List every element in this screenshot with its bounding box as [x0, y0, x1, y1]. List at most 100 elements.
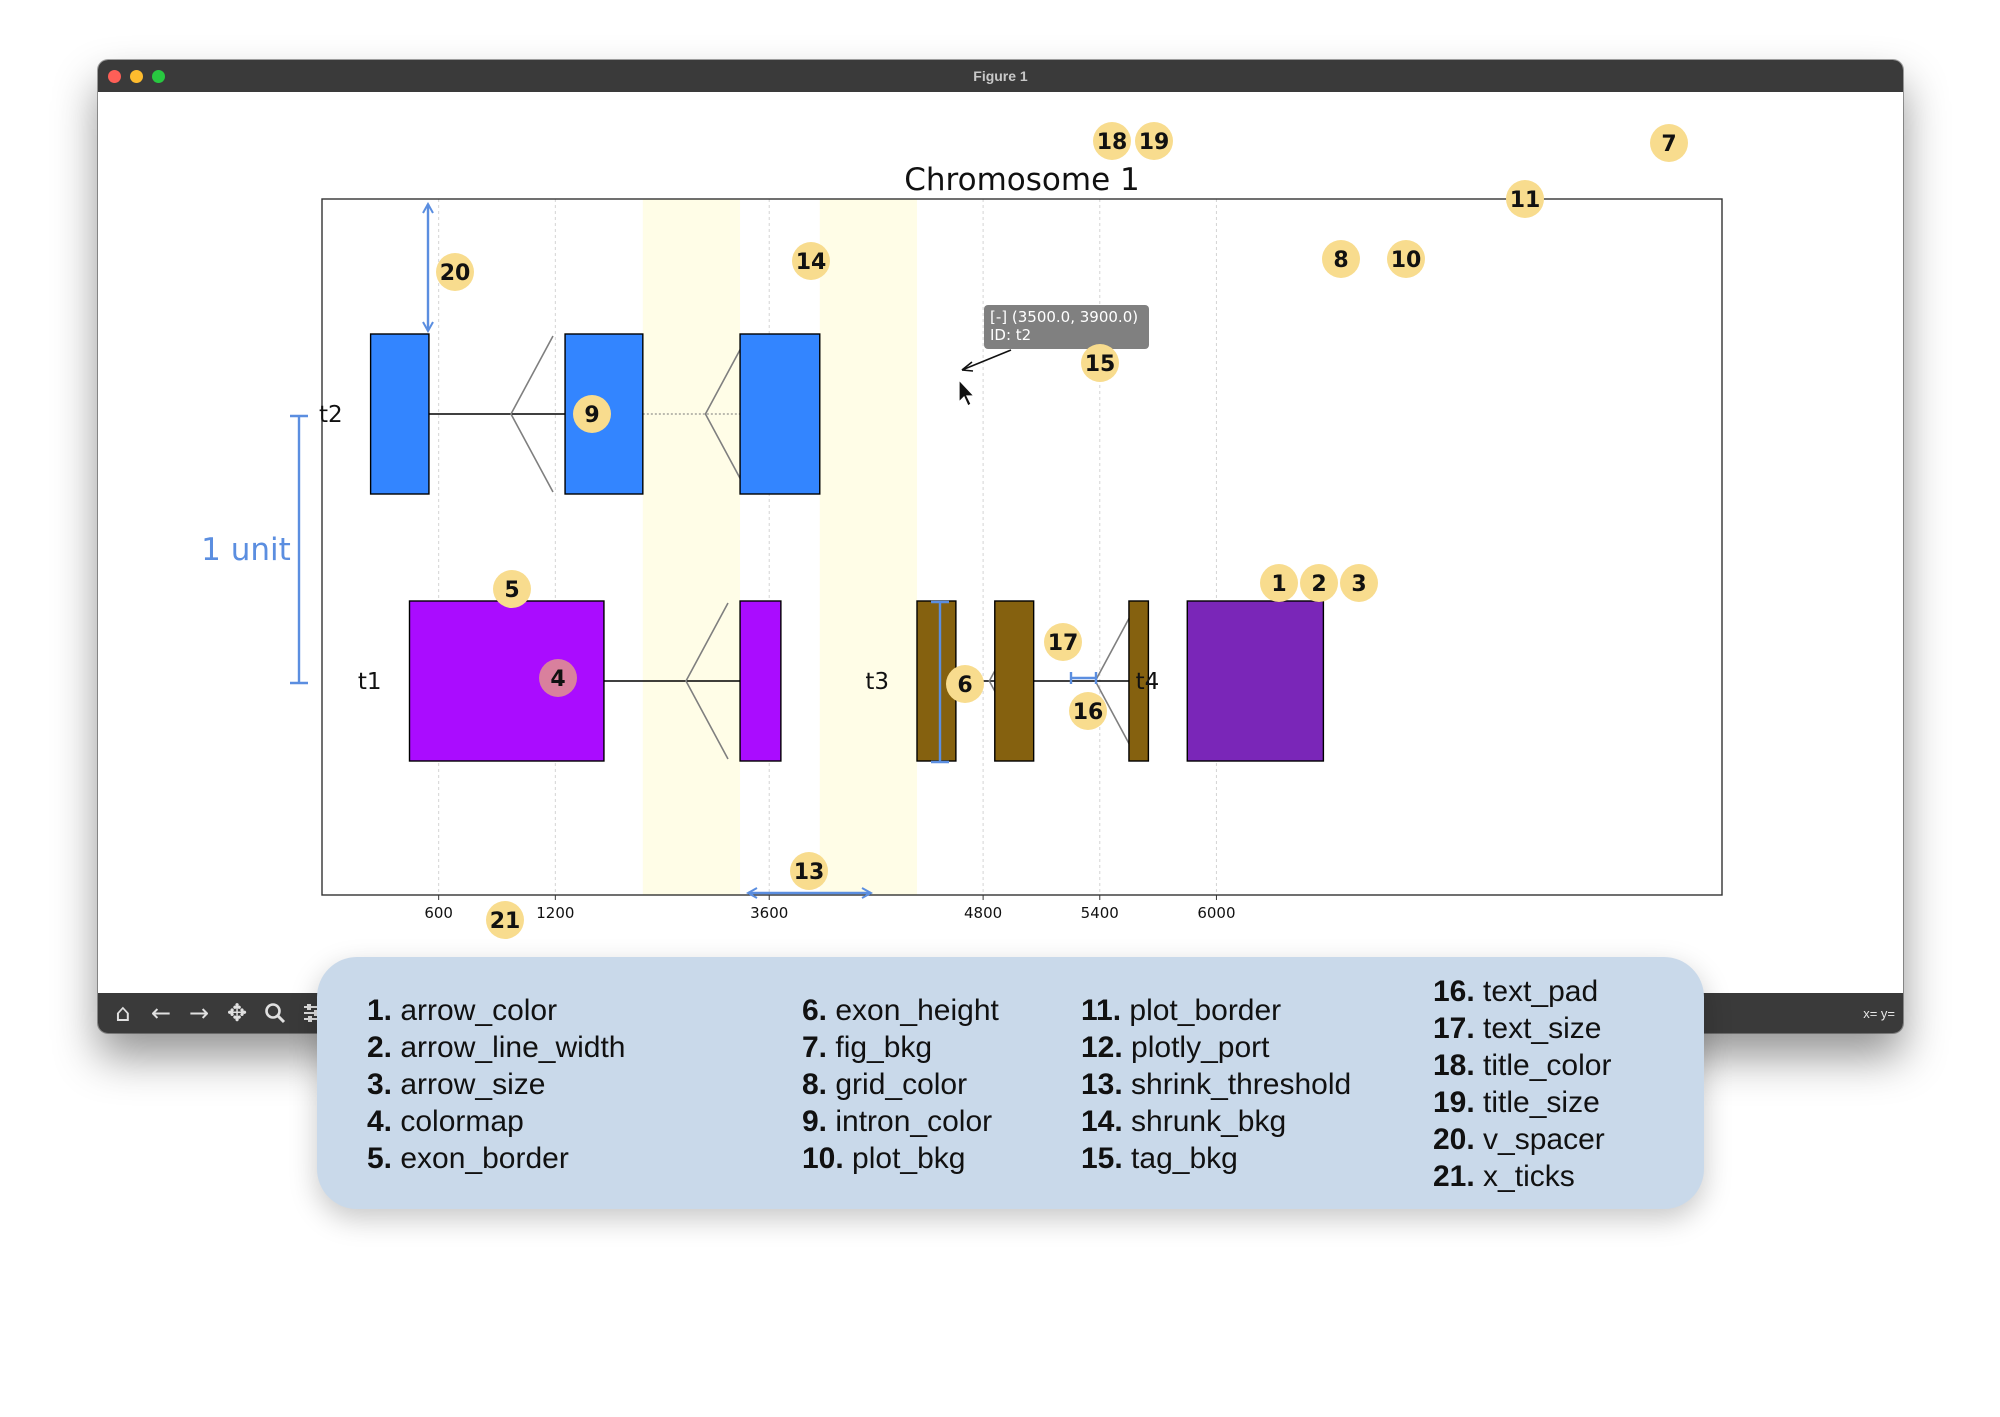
callout-badge-number: 14: [796, 250, 827, 275]
legend-item: 13. shrink_threshold: [1081, 1068, 1351, 1102]
exon-block: [1186, 600, 1325, 762]
home-icon[interactable]: ⌂: [115, 999, 131, 1027]
legend-item-number: 6.: [802, 994, 828, 1027]
callout-badge-number: 15: [1085, 352, 1116, 377]
legend-item-number: 14.: [1081, 1105, 1123, 1138]
legend-item-number: 17.: [1433, 1012, 1475, 1045]
legend-item-number: 7.: [802, 1031, 828, 1064]
x-tick-label: 6000: [1197, 904, 1235, 922]
legend-item-label: title_size: [1474, 1086, 1600, 1119]
callout-badge-number: 13: [794, 860, 825, 885]
x-tick-label: 1200: [536, 904, 574, 922]
callout-badge-circle: [792, 242, 830, 280]
exon-block: [369, 333, 430, 495]
legend-item-label: colormap: [392, 1105, 524, 1138]
legend-item-label: x_ticks: [1474, 1160, 1575, 1193]
direction-arrow: [685, 602, 729, 760]
callout-badge-circle: [573, 395, 611, 433]
legend-item-number: 8.: [802, 1068, 828, 1101]
callout-badge: 10: [1387, 240, 1425, 278]
transcript-label: t3: [865, 669, 889, 695]
legend-item: 3. arrow_size: [367, 1068, 545, 1102]
legend-item: 2. arrow_line_width: [367, 1031, 625, 1065]
callout-badge: 3: [1340, 564, 1378, 602]
legend-item-number: 16.: [1433, 975, 1475, 1008]
callout-badge-circle: [436, 253, 474, 291]
direction-arrow: [510, 335, 554, 493]
legend-item-number: 10.: [802, 1142, 844, 1175]
zoom-window-button[interactable]: [152, 70, 165, 83]
x-tick-label: 600: [424, 904, 453, 922]
mouse-cursor-icon: [958, 378, 976, 407]
callout-badge: 17: [1044, 623, 1082, 661]
callout-badge: 14: [792, 242, 830, 280]
zoom-icon[interactable]: [258, 997, 292, 1029]
legend-item-number: 2.: [367, 1031, 393, 1064]
callout-badge-circle: [790, 852, 828, 890]
legend-item-label: text_size: [1474, 1012, 1602, 1045]
legend-item: 4. colormap: [367, 1105, 524, 1139]
legend-item: 5. exon_border: [367, 1142, 569, 1176]
legend-item: 7. fig_bkg: [802, 1031, 932, 1065]
legend-item-number: 20.: [1433, 1123, 1475, 1156]
title-bar[interactable]: Figure 1: [98, 60, 1903, 92]
legend-item: 15. tag_bkg: [1081, 1142, 1238, 1176]
x-tick-label: 4800: [964, 904, 1002, 922]
legend-item-label: grid_color: [827, 1068, 968, 1101]
callout-badge: 9: [573, 395, 611, 433]
tooltip: [-] (3500.0, 3900.0) ID: t2: [961, 305, 1149, 372]
callout-badge: 11: [1506, 180, 1544, 218]
minimize-button[interactable]: [130, 70, 143, 83]
direction-arrow: [704, 335, 749, 493]
close-button[interactable]: [108, 70, 121, 83]
legend-item: 18. title_color: [1433, 1049, 1611, 1083]
legend-item-number: 5.: [367, 1142, 393, 1175]
legend-item-label: tag_bkg: [1122, 1142, 1238, 1175]
legend-item-number: 13.: [1081, 1068, 1123, 1101]
callout-badge-number: 20: [440, 261, 471, 286]
exon-block: [739, 333, 821, 495]
shrunk-region: [819, 199, 917, 895]
pan-icon[interactable]: ✥: [226, 999, 248, 1027]
transcript-label: t1: [358, 669, 382, 695]
callout-badge-number: 7: [1661, 132, 1676, 157]
callout-badge: 19: [1135, 122, 1173, 160]
callout-badge-number: 21: [490, 909, 521, 934]
legend-item-label: plot_border: [1121, 994, 1282, 1027]
callout-badge: 6: [946, 665, 984, 703]
callout-badge-circle: [486, 901, 524, 939]
callout-badge-number: 3: [1351, 572, 1366, 597]
legend-item-label: exon_border: [392, 1142, 569, 1175]
legend-item-number: 21.: [1433, 1160, 1475, 1193]
callout-badge: 13: [790, 852, 828, 890]
callout-badge-circle: [1387, 240, 1425, 278]
callout-badge-number: 16: [1073, 700, 1104, 725]
back-arrow-icon[interactable]: ←: [150, 999, 172, 1027]
forward-arrow-icon[interactable]: →: [188, 999, 210, 1027]
legend-item: 1. arrow_color: [367, 994, 557, 1028]
legend-item-label: intron_color: [827, 1105, 993, 1138]
tooltip-pointer-head: [961, 361, 974, 372]
callout-badge-circle: [1069, 692, 1107, 730]
callout-badge-circle: [1260, 564, 1298, 602]
callout-badge-circle: [493, 570, 531, 608]
callout-badge-number: 5: [504, 578, 519, 603]
callout-badge: 1: [1260, 564, 1298, 602]
legend-item: 10. plot_bkg: [802, 1142, 965, 1176]
unit-label: 1 unit: [201, 532, 291, 568]
callout-badge-circle: [1135, 122, 1173, 160]
chart-title: Chromosome 1: [904, 162, 1139, 198]
callout-badge: 4: [539, 659, 577, 697]
callout-badge-number: 10: [1391, 248, 1422, 273]
callout-badge: 15: [1081, 344, 1119, 382]
callout-badge-number: 8: [1333, 248, 1348, 273]
legend-item-label: shrunk_bkg: [1122, 1105, 1287, 1138]
callout-badge-number: 11: [1510, 188, 1541, 213]
callout-badge-circle: [1044, 623, 1082, 661]
legend-item: 14. shrunk_bkg: [1081, 1105, 1286, 1139]
callout-badge: 21: [486, 901, 524, 939]
tooltip-range: [-] (3500.0, 3900.0): [990, 308, 1138, 326]
callout-badge-number: 9: [584, 403, 599, 428]
